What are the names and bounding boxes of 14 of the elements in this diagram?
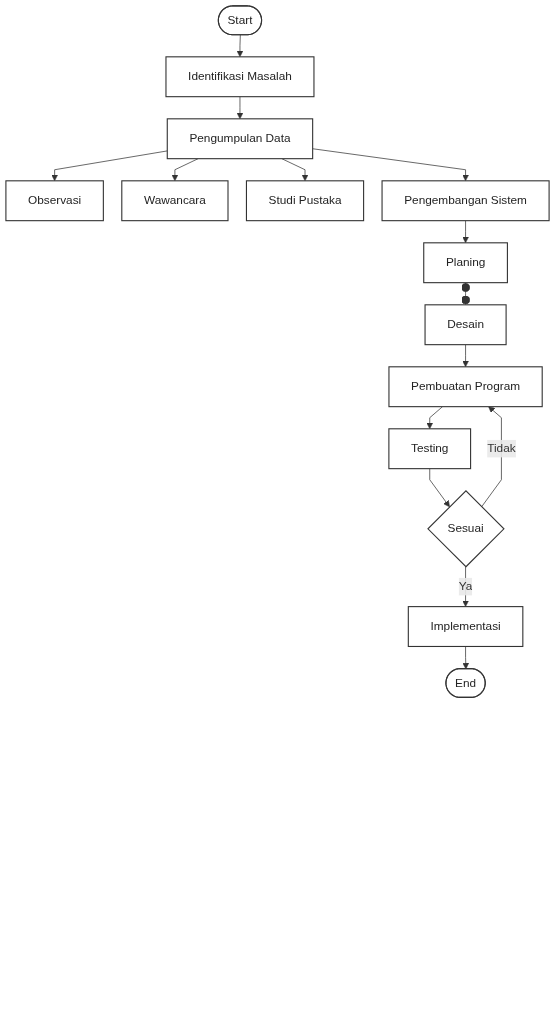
node-box: Pengumpulan Data: [166, 118, 314, 160]
node-box: Desain: [424, 304, 507, 346]
node-box: Planing: [423, 242, 508, 284]
node-box: Pembuatan Program: [388, 366, 543, 408]
edge-label: Ya: [458, 580, 473, 593]
node-diamond: Sesuai: [427, 490, 505, 568]
edge-label: Tidak: [487, 442, 516, 455]
node-box: Studi Pustaka: [245, 180, 365, 222]
node-box: Observasi: [5, 180, 104, 222]
node-box: Pengembangan Sistem: [381, 180, 550, 222]
node-box: Implementasi: [407, 606, 524, 648]
node-box: Identifikasi Masalah: [165, 56, 315, 98]
node-box: Testing: [388, 428, 472, 470]
node-box: Wawancara: [121, 180, 229, 222]
